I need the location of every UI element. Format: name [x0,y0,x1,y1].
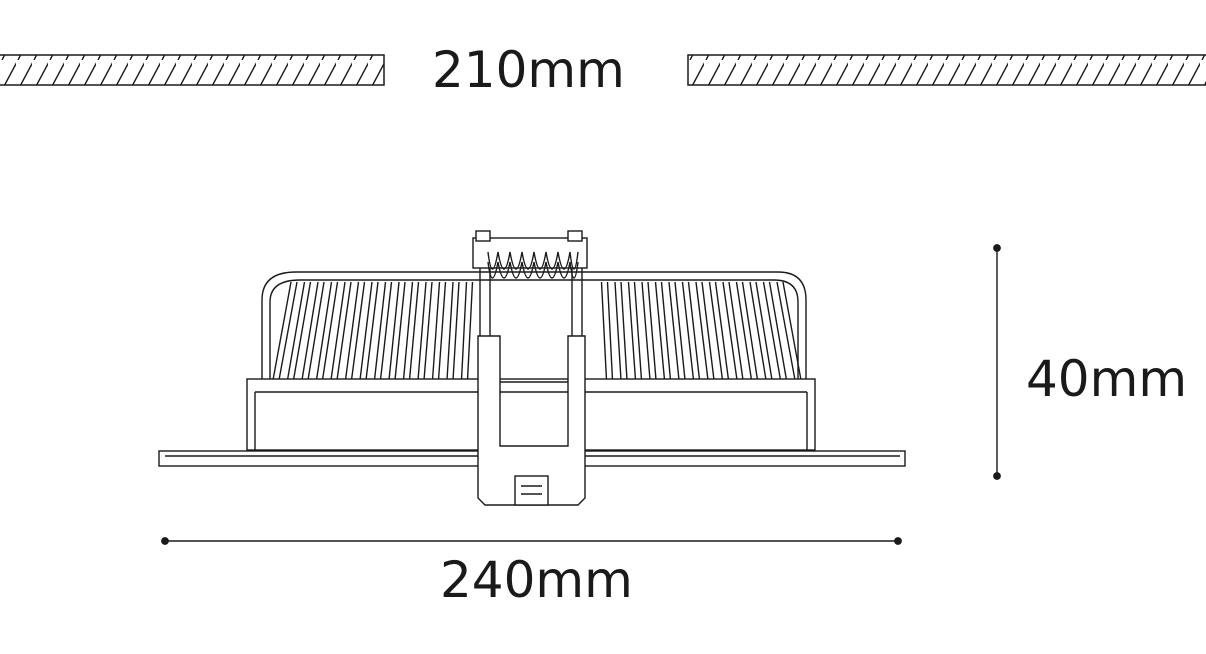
heatsink-fin [762,281,788,380]
heatsink-fin [614,281,628,380]
heatsink-fin [272,281,298,380]
width-dimension-label: 240mm [440,551,633,609]
heatsink-fin [373,281,393,380]
heatsink-body [261,271,807,380]
heatsink-fin [431,281,447,380]
heatsink-fin [388,281,406,380]
spring-clip [472,230,588,506]
heatsink-fin [776,281,802,380]
heatsink-fin [359,281,379,380]
heatsink-fin [668,281,686,380]
ceiling-cutout-right [687,54,1206,86]
heatsink-fin [286,281,312,380]
heatsink-fin [315,281,339,380]
heatsink-fin [460,281,474,380]
heatsink-fin [695,281,715,380]
heatsink-fins [272,281,802,380]
heatsink-fin [417,281,433,380]
heatsink-fin [735,281,759,380]
heatsink-fin [722,281,744,380]
height-dimension-label: 40mm [1026,350,1188,408]
heatsink-fin [446,281,460,380]
ceiling-cutout-left [0,54,385,86]
heatsink-fin [641,281,657,380]
heatsink-fin [344,281,366,380]
cutout-dimension-label: 210mm [432,41,625,99]
heatsink-fin [330,281,352,380]
heatsink-fin [681,281,701,380]
heatsink-fin [708,281,730,380]
width-dimension-line [161,537,902,545]
heatsink-fin [627,281,643,380]
heatsink-fin [600,281,614,380]
heatsink-fin [654,281,672,380]
trim-housing [246,378,816,451]
heatsink-fin [301,281,325,380]
height-dimension-line [993,244,1001,480]
heatsink-fin [749,281,773,380]
heatsink-fin [402,281,420,380]
